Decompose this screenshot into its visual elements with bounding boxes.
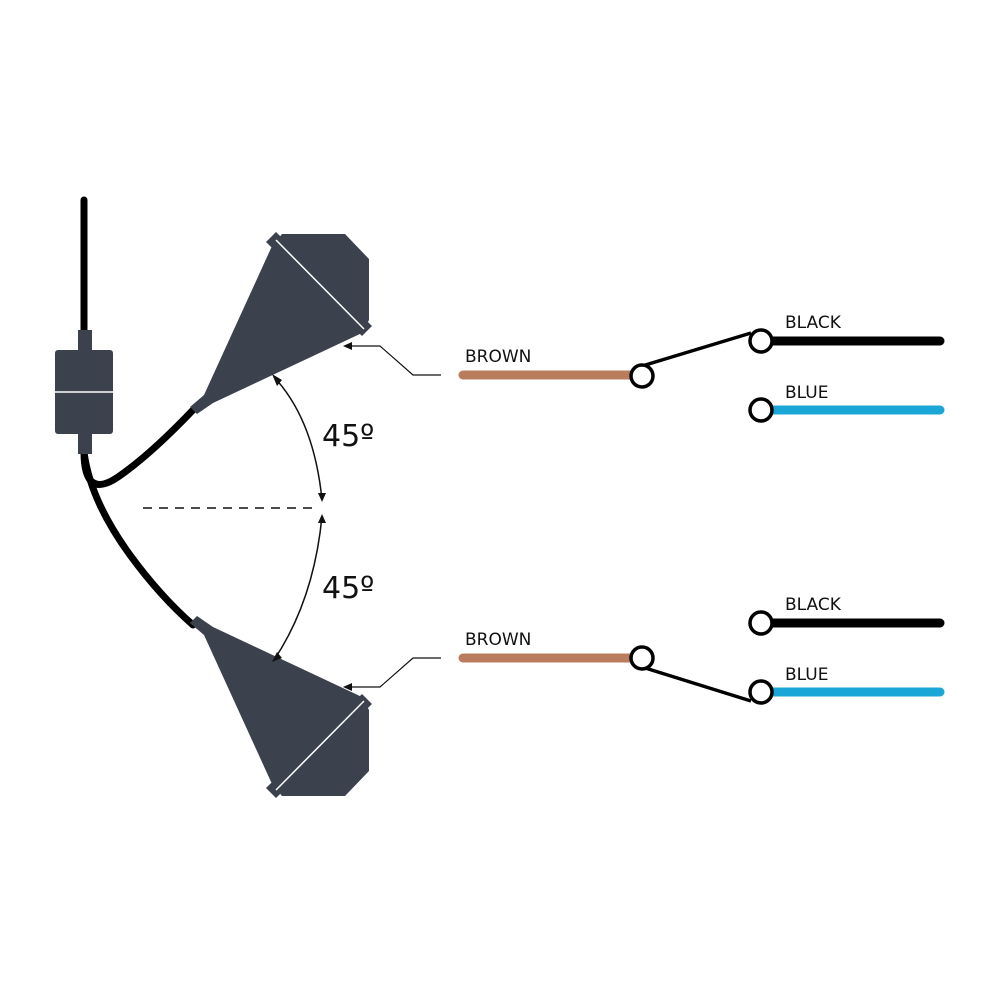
upper-brown-label: BROWN	[465, 347, 531, 367]
lower-switch-lever	[641, 665, 752, 703]
upper-float	[190, 232, 372, 414]
lower-black-label: BLACK	[785, 595, 842, 615]
angle-indicator	[143, 374, 326, 662]
lower-black-terminal	[748, 610, 774, 636]
cable-to-lower-float	[80, 448, 197, 629]
upper-leader-line	[350, 345, 441, 376]
upper-blue-terminal	[748, 397, 774, 423]
upper-switch-lever	[641, 331, 752, 368]
junction-block	[55, 330, 113, 454]
upper-blue-label: BLUE	[785, 383, 828, 403]
lower-leader-line	[350, 657, 441, 688]
upper-float-cone	[190, 246, 362, 414]
upper-black-terminal	[748, 328, 774, 354]
lower-float	[190, 616, 372, 798]
arrowhead-lower-float	[272, 652, 282, 662]
lower-float-cone	[190, 616, 362, 784]
lower-common-terminal	[629, 645, 655, 671]
upper-switch	[458, 328, 945, 423]
cables	[80, 196, 197, 629]
lower-blue-terminal	[748, 679, 774, 705]
leader-lines	[343, 342, 441, 691]
arrowhead-mid-up	[318, 493, 326, 502]
arrowhead-upper-float	[272, 374, 282, 386]
lower-brown-label: BROWN	[465, 630, 531, 650]
lower-blue-label: BLUE	[785, 665, 828, 685]
lower-angle-arc	[273, 515, 323, 661]
upper-common-terminal	[629, 363, 655, 389]
upper-black-label: BLACK	[785, 313, 842, 333]
upper-angle-arc	[273, 376, 323, 501]
arrowhead-mid-down	[318, 514, 326, 523]
lower-angle-label: 45º	[322, 571, 374, 606]
lower-switch	[458, 610, 945, 705]
upper-angle-label: 45º	[322, 419, 374, 454]
